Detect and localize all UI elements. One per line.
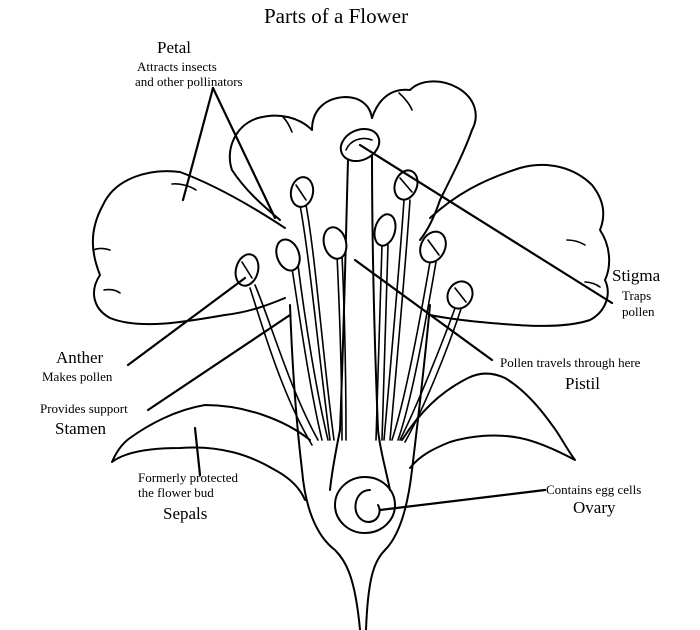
anther-desc: Makes pollen — [42, 369, 113, 384]
pistil-leader — [353, 258, 494, 362]
petal-top-right — [371, 80, 477, 241]
petal-label: Petal — [157, 38, 191, 57]
ovary-label: Ovary — [573, 498, 616, 517]
stigma-label: Stigma — [612, 266, 661, 285]
ovary-leader — [378, 488, 547, 512]
anther-leader — [126, 276, 247, 367]
petal-desc-1: Attracts insects — [137, 59, 217, 74]
stamen-label: Stamen — [55, 419, 106, 438]
ovary-desc: Contains egg cells — [546, 482, 642, 497]
sepals-label: Sepals — [163, 504, 208, 523]
pistil-style — [329, 159, 349, 491]
diagram-title: Parts of a Flower — [264, 4, 409, 28]
stamen-desc: Provides support — [40, 401, 128, 416]
sepals-desc-1: Formerly protected — [138, 470, 238, 485]
petal-right — [429, 163, 611, 327]
petal-top-left — [228, 96, 373, 221]
sepal-right — [401, 372, 576, 469]
pistil-label: Pistil — [565, 374, 600, 393]
pistil-desc: Pollen travels through here — [500, 355, 641, 370]
receptacle — [289, 304, 361, 630]
petal-leader — [181, 86, 215, 202]
sepal-leader — [193, 426, 202, 477]
petal-left — [91, 170, 286, 326]
stigma-desc-2: pollen — [622, 304, 655, 319]
stigma-leader — [358, 143, 614, 305]
sepal-left — [111, 404, 311, 501]
petal-desc-2: and other pollinators — [135, 74, 243, 89]
sepals-desc-2: the flower bud — [138, 485, 214, 500]
stamen-leader-1 — [146, 313, 292, 412]
stigma-desc-1: Traps — [622, 288, 652, 303]
ovary-shape — [334, 476, 396, 534]
anther-label: Anther — [56, 348, 104, 367]
